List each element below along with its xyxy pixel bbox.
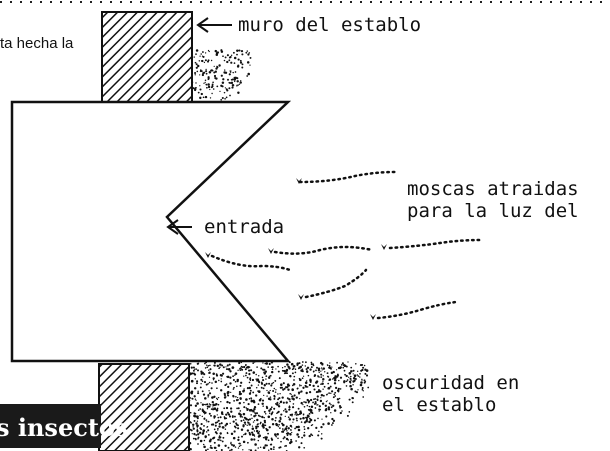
darkness-stipple-bottom: [187, 361, 370, 451]
fly-trail: [268, 245, 374, 255]
barn-wall-top: [101, 11, 193, 103]
fly-icon: [268, 248, 274, 254]
darkness-label-line2: el establo: [382, 394, 496, 416]
flies-label-line1: moscas atraidas: [407, 178, 579, 200]
section-heading-bar: [0, 404, 101, 448]
entrance-label: entrada: [204, 216, 284, 238]
fly-trail: [298, 268, 368, 300]
barn-wall-bottom: [98, 363, 190, 451]
wall-arrow: [196, 17, 232, 33]
fly-trail: [370, 300, 458, 320]
trap-box: [10, 100, 292, 363]
fly-icon: [370, 314, 376, 320]
fly-icon: [381, 244, 387, 250]
fly-trail: [381, 238, 482, 250]
darkness-stipple-top: [190, 49, 252, 101]
fly-icon: [298, 294, 304, 300]
flies-label-line2: para la luz del: [407, 200, 579, 222]
darkness-label-line1: oscuridad en: [382, 372, 519, 394]
caption-fragment: ta hecha la: [0, 35, 74, 52]
fly-trail: [296, 170, 397, 184]
wall-label: muro del establo: [238, 14, 421, 36]
fly-trail: [205, 252, 292, 272]
fly-icon: [205, 252, 211, 258]
fly-icon: [296, 178, 302, 184]
section-heading-text: s insectos: [0, 413, 128, 442]
entrance-arrow: [166, 219, 192, 235]
